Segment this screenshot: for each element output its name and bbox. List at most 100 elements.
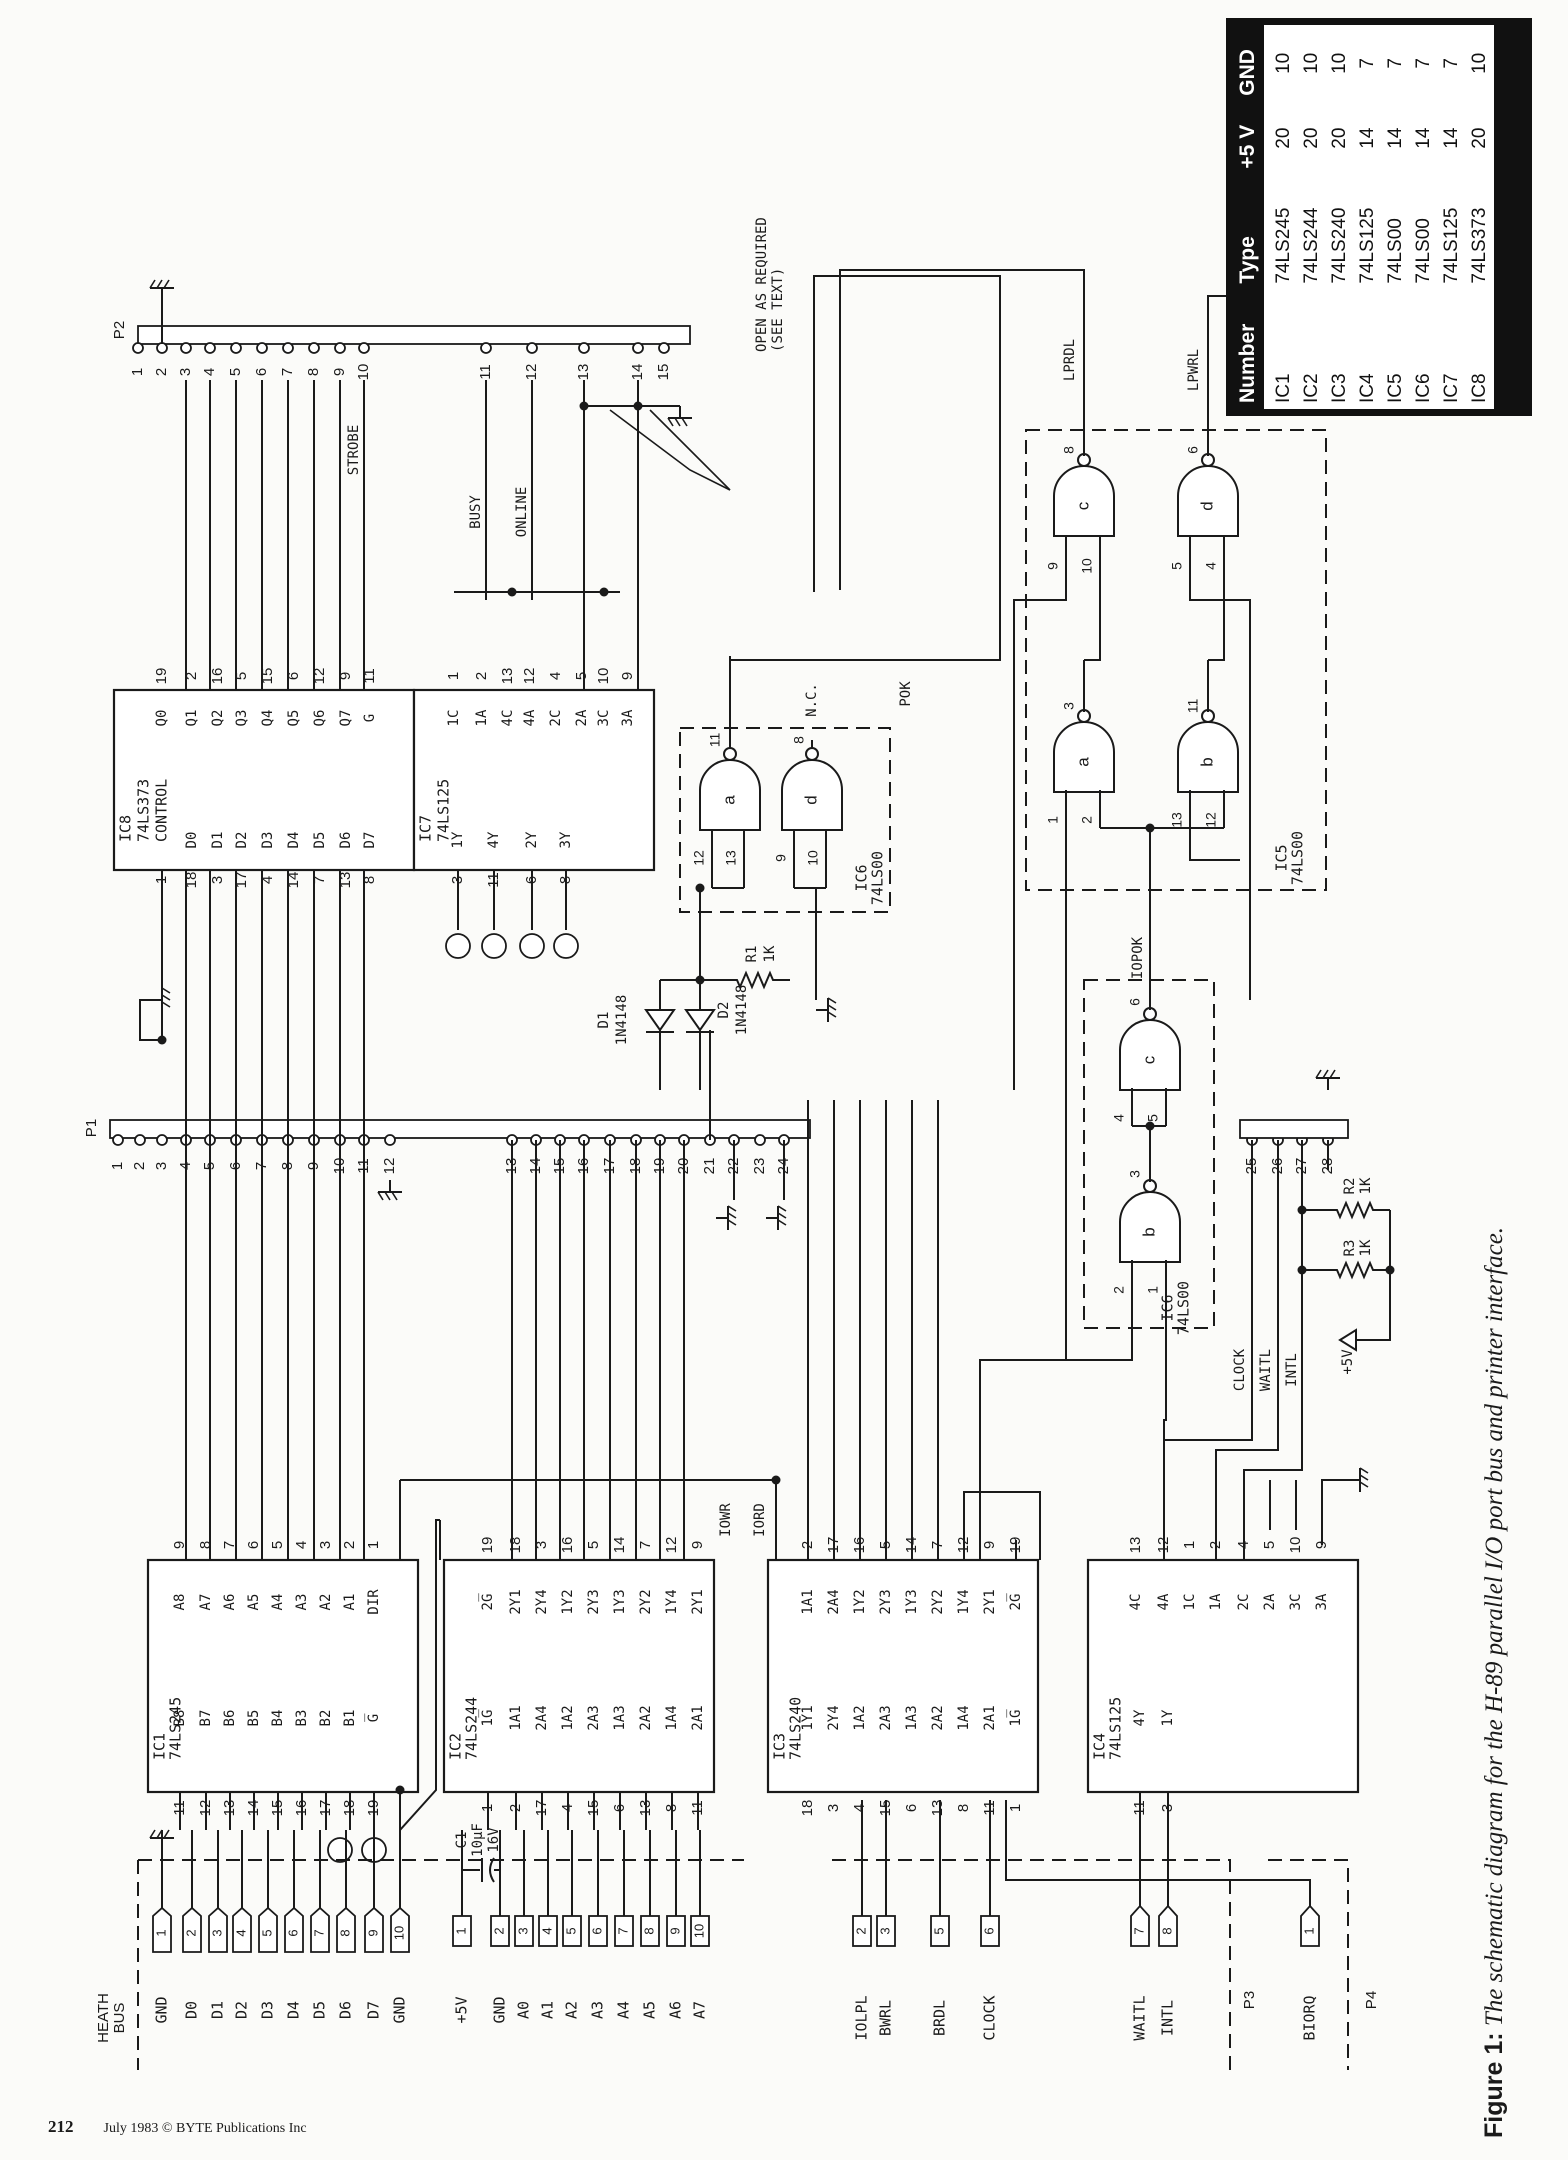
p2-pin-number: 4 xyxy=(201,368,218,376)
ic1-pin-right: A8 xyxy=(172,1594,188,1611)
p2-pin xyxy=(308,342,320,354)
pok-wire xyxy=(729,275,1001,661)
gate-ic6c: c xyxy=(1119,1019,1181,1091)
nand-bubble xyxy=(723,747,737,761)
addr-bus-signal-name: A1 xyxy=(539,2001,557,2019)
ic7-pin-num-right: 12 xyxy=(521,668,538,685)
c1-curved-plate xyxy=(489,1857,495,1883)
p3-pin: 7 xyxy=(1130,1904,1150,1947)
ic-table-cell: IC5 xyxy=(1382,289,1410,409)
ic8-pin-right: Q0 xyxy=(154,710,170,727)
ic3-pin-num-left: 1 xyxy=(1007,1804,1024,1812)
ic3-pin-right: 2Y3 xyxy=(878,1589,894,1614)
gate-pin-number: 13 xyxy=(1169,812,1185,828)
p2-pin-number: 14 xyxy=(629,364,646,381)
addr-bus-pin: 2 xyxy=(490,1915,510,1947)
ic1-pin-right: A2 xyxy=(318,1594,334,1611)
ic4-pin-right: 3A xyxy=(1314,1593,1330,1610)
ic8-pin-num-right: 15 xyxy=(259,668,276,685)
junction-dot xyxy=(1385,1265,1395,1275)
p2-connector-body xyxy=(137,325,691,345)
ic8-pin-right: Q4 xyxy=(260,710,276,727)
offpage-circle xyxy=(481,933,507,959)
ic-table-cell: 20 xyxy=(1326,101,1354,175)
ic1-g-to-ic2-wire xyxy=(399,1519,440,1833)
r2-resistor xyxy=(1320,1200,1390,1220)
ic8-pin-num-right: 12 xyxy=(311,668,328,685)
p3-signal-name: WAITL xyxy=(1131,1995,1149,2040)
gate-ic5b: b xyxy=(1177,721,1239,793)
ground-hatch xyxy=(674,417,681,427)
heath-bus-signal-name: D4 xyxy=(285,2001,303,2019)
nand-gate-body xyxy=(1119,1019,1181,1091)
heath-bus-pin: 5 xyxy=(258,1906,278,1953)
ground-symbol xyxy=(816,997,837,1022)
addr-pin-number: 8 xyxy=(641,1927,656,1934)
ic1-body xyxy=(146,1558,420,1794)
ctrl-bus-pin: 5 xyxy=(930,1915,950,1947)
heath-bus-pin: 10 xyxy=(390,1906,410,1953)
ic8-pin-num-right: 6 xyxy=(285,672,302,680)
p4-pin-box xyxy=(1300,1904,1320,1947)
ground-hatch xyxy=(163,1829,170,1839)
ic2-body xyxy=(442,1558,716,1794)
p2-pin-number: 8 xyxy=(305,368,322,376)
nand-gate-body xyxy=(1177,465,1239,537)
ic3-pin-left: 2A1 xyxy=(982,1705,998,1730)
p2-pin xyxy=(334,342,346,354)
ground-hatch xyxy=(156,1829,163,1839)
ground-hatch xyxy=(777,1219,787,1226)
ic2-pin-num-right: 9 xyxy=(689,1541,706,1549)
ic8-pin-num-left: 8 xyxy=(361,876,378,884)
ic1-pin-left: B1 xyxy=(342,1710,358,1727)
ic8-pin-left: D2 xyxy=(234,832,250,849)
nand-gate-body xyxy=(1119,1191,1181,1263)
ic1-pin-left: B2 xyxy=(318,1710,334,1727)
ic8-pin-num-right: 2 xyxy=(183,672,200,680)
ic-table-cell: 74LS240 xyxy=(1326,174,1354,290)
offpage-circle xyxy=(553,933,579,959)
ic2-pin-right: 2G̅ xyxy=(478,1593,496,1611)
connector-pin-shape xyxy=(258,1906,278,1953)
ic3-pin-left: 1A3 xyxy=(904,1705,920,1730)
connector-pin-shape xyxy=(364,1906,384,1953)
ic-table-cell: 74LS125 xyxy=(1438,174,1466,290)
ic7-pin-right: 1C xyxy=(446,710,462,727)
heath-bus-signal-name: D0 xyxy=(183,2001,201,2019)
p1-pin-number: 2 xyxy=(131,1162,148,1170)
ground-symbol xyxy=(149,1829,174,1850)
ic1-pin-num-right: 3 xyxy=(317,1541,334,1549)
ic-table-cell: 74LS245 xyxy=(1264,174,1298,290)
vcc-arrow xyxy=(1338,1328,1357,1352)
ctrl-pin-number: 6 xyxy=(981,1927,996,1934)
p2-pin-number: 6 xyxy=(253,368,270,376)
gate-letter: a xyxy=(719,795,738,805)
ic1-pin-right: A3 xyxy=(294,1594,310,1611)
gate-letter: c xyxy=(1073,501,1092,510)
ctrl-pin-number: 5 xyxy=(931,1927,946,1934)
connector-pin-number: 6 xyxy=(285,1929,300,1936)
p2-pin-number: 5 xyxy=(227,368,244,376)
ground-symbol xyxy=(149,279,174,300)
heath-bus-pin: 6 xyxy=(284,1906,304,1953)
ic4-pin-num-right: 1 xyxy=(1181,1541,1198,1549)
ic-table-header: +5 V xyxy=(1232,101,1264,175)
ic3-pin-left: 1A4 xyxy=(956,1705,972,1730)
p3-pin-number: 7 xyxy=(1131,1927,1146,1934)
p2-pin xyxy=(282,342,294,354)
ic8-pin-left: D4 xyxy=(286,832,302,849)
ic8-oe-wire xyxy=(139,870,163,1041)
ground-hatch xyxy=(161,987,171,994)
ic8-pin-num-right: 9 xyxy=(337,672,354,680)
ic2-pin-left: 2A1 xyxy=(690,1705,706,1730)
ground-hatch xyxy=(827,1004,837,1011)
ground-symbol xyxy=(1348,1467,1369,1492)
p1-pin xyxy=(754,1134,766,1146)
ic4-pin-right: 2C xyxy=(1236,1594,1252,1611)
ic3-enable-loop xyxy=(963,1491,1041,1560)
ic4-pin-right: 1C xyxy=(1182,1594,1198,1611)
heath-bus-pin: 8 xyxy=(336,1906,356,1953)
nand-gate-body xyxy=(1053,721,1115,793)
